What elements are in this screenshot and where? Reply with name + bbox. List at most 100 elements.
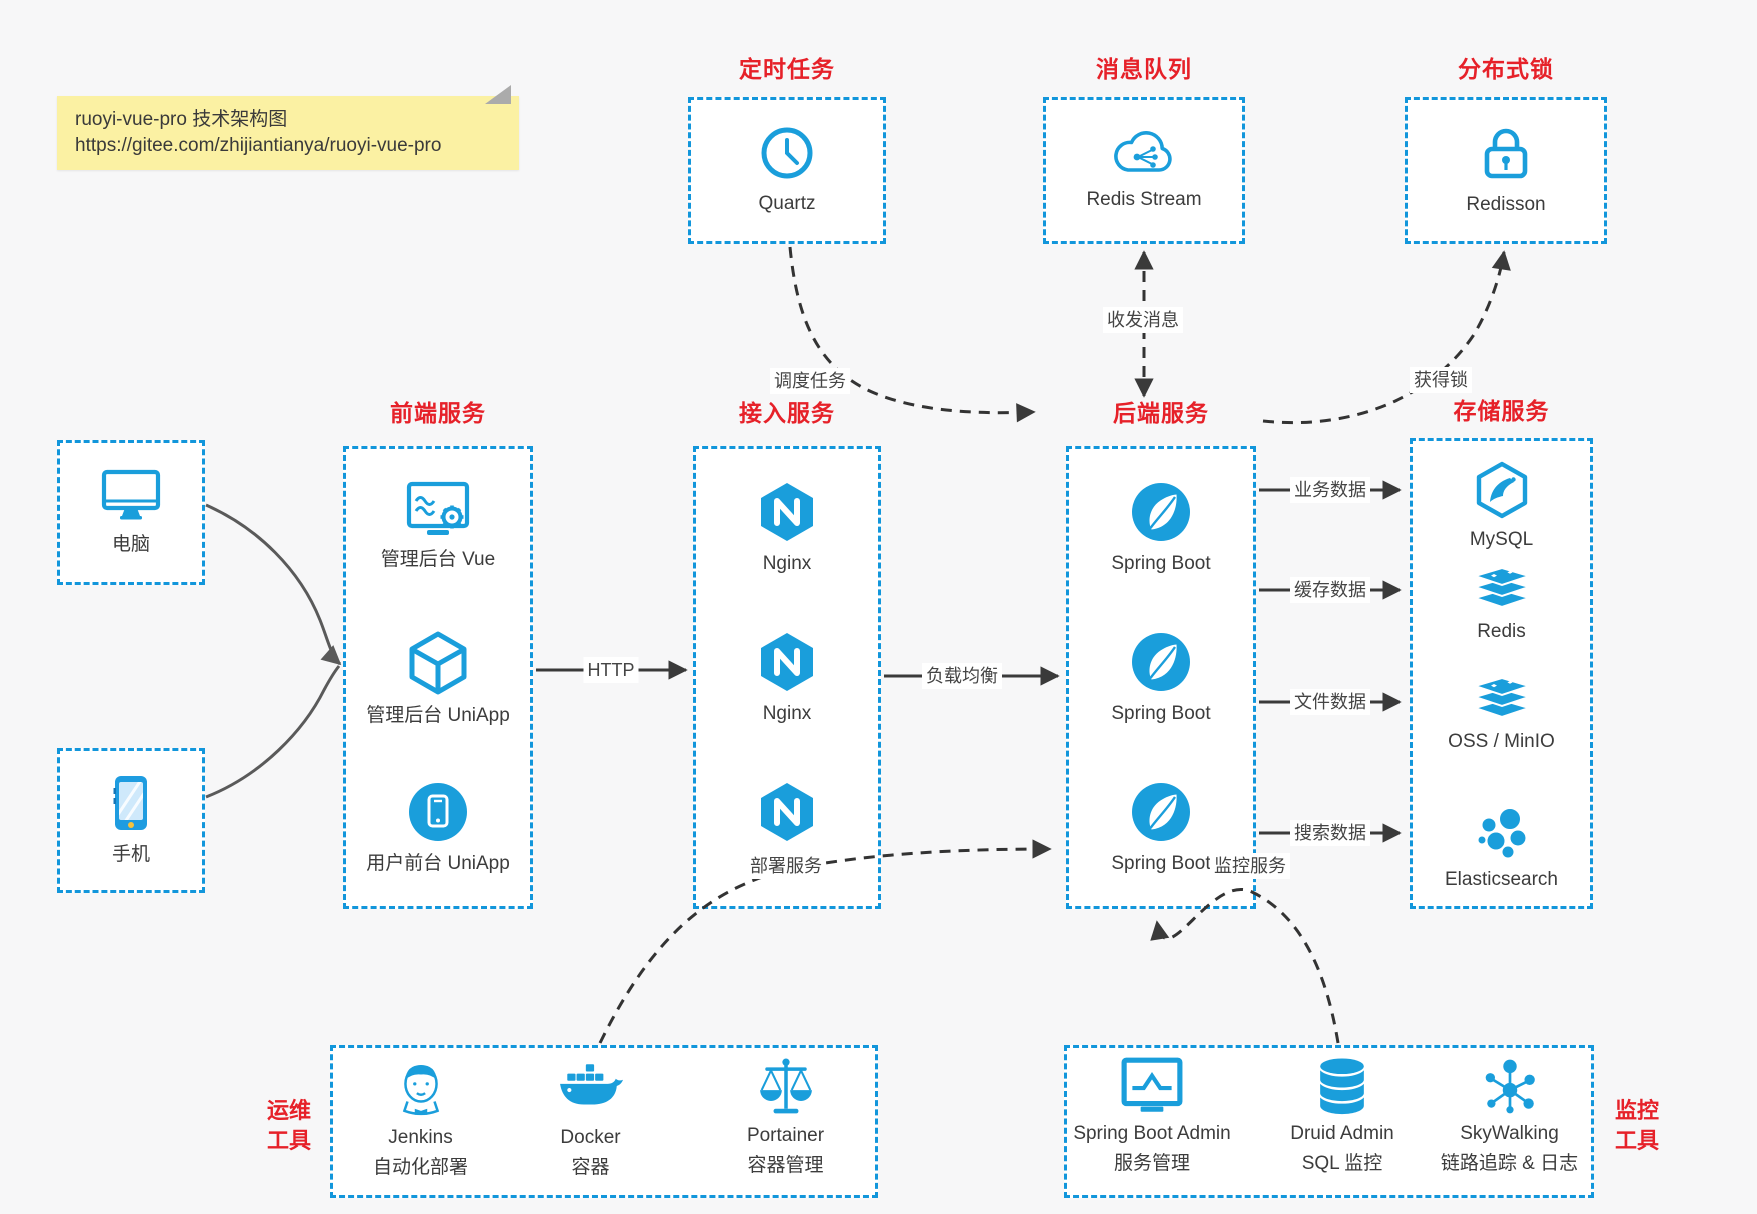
node-nginx-2: Nginx (696, 631, 878, 726)
node-elasticsearch: Elasticsearch (1413, 807, 1590, 892)
node-label-user-uniapp: 用户前台 UniApp (366, 853, 510, 874)
edge-label-monitor-service: 监控服务 (1210, 853, 1290, 879)
node-label-elasticsearch: Elasticsearch (1445, 869, 1558, 890)
gateway-box: Nginx Nginx Nginx (693, 446, 881, 909)
lock-icon (1484, 128, 1528, 179)
group-title-lock: 分布式锁 (1458, 56, 1554, 82)
edge-label-cache-data: 缓存数据 (1290, 577, 1370, 603)
node-docker: Docker 容器 (513, 1056, 668, 1180)
phone-box: 手机 (57, 748, 205, 893)
edge-label-load-balance: 负载均衡 (922, 663, 1002, 689)
edge-label-acquire-lock: 获得锁 (1410, 367, 1472, 393)
edge-pc-to-frontend (205, 503, 342, 666)
edge-phone-to-frontend (205, 665, 341, 799)
topology-icon (1485, 1059, 1535, 1114)
spring-icon (1132, 633, 1190, 691)
lock-box: Redisson (1405, 97, 1607, 244)
edge-label-deploy-service: 部署服务 (746, 853, 826, 879)
cube-icon (409, 631, 467, 695)
devops-side-label-line2: 工具 (266, 1128, 311, 1153)
node-sublabel-skywalking: 链路追踪 & 日志 (1440, 1153, 1579, 1174)
node-springboot-1: Spring Boot (1069, 481, 1253, 576)
node-label-mysql: MySQL (1469, 529, 1534, 550)
backend-box: Spring Boot Spring Boot Spring Boot (1066, 446, 1256, 909)
frontend-box: 管理后台 Vue 管理后台 UniApp 用户前台 UniApp (343, 446, 533, 909)
node-redis: Redis (1413, 565, 1590, 644)
edge-label-send-receive-message: 收发消息 (1103, 307, 1183, 333)
nginx-icon (761, 633, 813, 691)
database-icon (1320, 1058, 1364, 1115)
spring-icon (1132, 483, 1190, 541)
redis-stack-icon (1471, 566, 1532, 609)
cloud-share-icon (1114, 131, 1172, 172)
docker-whale-icon (559, 1064, 623, 1105)
edge-label-http: HTTP (583, 657, 639, 683)
storage-box: MySQL Redis OSS / Mi (1410, 438, 1593, 909)
monitoring-side-label-line2: 工具 (1614, 1128, 1659, 1153)
edge-label-schedule-task: 调度任务 (770, 368, 850, 394)
node-skywalking: SkyWalking 链路追踪 & 日志 (1427, 1056, 1592, 1176)
node-label-druid-admin: Druid Admin (1290, 1123, 1394, 1144)
edge-label-file-data: 文件数据 (1290, 689, 1370, 715)
storage-stack-icon (1471, 676, 1532, 719)
monitoring-side-label-line1: 监控 (1614, 1098, 1659, 1123)
nginx-icon (761, 783, 813, 841)
node-admin-uniapp: 管理后台 UniApp (346, 631, 530, 728)
monitoring-box: Spring Boot Admin 服务管理 Druid Admin SQL 监… (1064, 1045, 1594, 1198)
node-springboot-admin: Spring Boot Admin 服务管理 (1067, 1056, 1237, 1176)
node-label-oss-minio: OSS / MinIO (1448, 731, 1555, 752)
node-label-docker: Docker (560, 1127, 621, 1148)
nginx-icon (761, 483, 813, 541)
node-springboot-2: Spring Boot (1069, 631, 1253, 726)
group-title-scheduler: 定时任务 (739, 56, 835, 82)
node-label-redis-stream: Redis Stream (1086, 189, 1202, 210)
desktop-icon (101, 469, 161, 520)
sticky-note: ruoyi-vue-pro 技术架构图 https://gitee.com/zh… (57, 85, 519, 170)
note-fold (485, 85, 511, 104)
app-circle-icon (409, 783, 467, 841)
node-oss-minio: OSS / MinIO (1413, 675, 1590, 754)
node-springboot-3: Spring Boot (1069, 781, 1253, 876)
node-label-springboot-2: Spring Boot (1111, 703, 1211, 724)
node-label-nginx-1: Nginx (762, 553, 812, 574)
node-sublabel-portainer: 容器管理 (747, 1155, 824, 1176)
admin-vue-icon (406, 481, 470, 535)
node-sublabel-jenkins: 自动化部署 (372, 1157, 468, 1178)
pc-box: 电脑 (57, 440, 205, 585)
mysql-icon (1476, 461, 1527, 519)
node-label-skywalking: SkyWalking (1460, 1123, 1559, 1144)
clock-icon (761, 127, 813, 179)
node-label-nginx-2: Nginx (762, 703, 812, 724)
monitor-pulse-icon (1121, 1057, 1183, 1112)
node-nginx-1: Nginx (696, 481, 878, 576)
smartphone-icon (113, 776, 147, 830)
node-label-springboot-3: Spring Boot (1111, 853, 1211, 874)
node-user-uniapp: 用户前台 UniApp (346, 781, 530, 876)
monitoring-side-label: 监控 工具 (1604, 1096, 1670, 1156)
edge-label-business-data: 业务数据 (1290, 477, 1370, 503)
devops-side-label-line1: 运维 (266, 1098, 311, 1123)
devops-box: Jenkins 自动化部署 Docker 容器 (330, 1045, 878, 1198)
node-label-admin-uniapp: 管理后台 UniApp (366, 705, 510, 726)
node-sublabel-docker: 容器 (571, 1157, 610, 1178)
group-title-frontend: 前端服务 (390, 400, 486, 426)
mq-box: Redis Stream (1043, 97, 1245, 244)
node-jenkins: Jenkins 自动化部署 (333, 1056, 508, 1180)
node-sublabel-druid-admin: SQL 监控 (1301, 1153, 1383, 1174)
node-label-admin-vue: 管理后台 Vue (380, 549, 496, 570)
node-label-springboot-admin: Spring Boot Admin (1073, 1123, 1231, 1144)
note-url: https://gitee.com/zhijiantianya/ruoyi-vu… (75, 135, 442, 156)
node-portainer: Portainer 容器管理 (698, 1056, 873, 1178)
edge-monitor-service (1150, 888, 1340, 1044)
node-label-portainer: Portainer (746, 1125, 825, 1146)
node-label-jenkins: Jenkins (388, 1127, 453, 1148)
node-label-pc: 电脑 (111, 534, 150, 555)
note-title: ruoyi-vue-pro 技术架构图 (75, 109, 288, 130)
node-label-redisson: Redisson (1466, 194, 1546, 215)
node-label-quartz: Quartz (758, 193, 816, 214)
group-title-storage: 存储服务 (1453, 398, 1550, 424)
scheduler-box: Quartz (688, 97, 886, 244)
node-label-springboot-1: Spring Boot (1111, 553, 1211, 574)
node-label-phone: 手机 (111, 844, 150, 865)
